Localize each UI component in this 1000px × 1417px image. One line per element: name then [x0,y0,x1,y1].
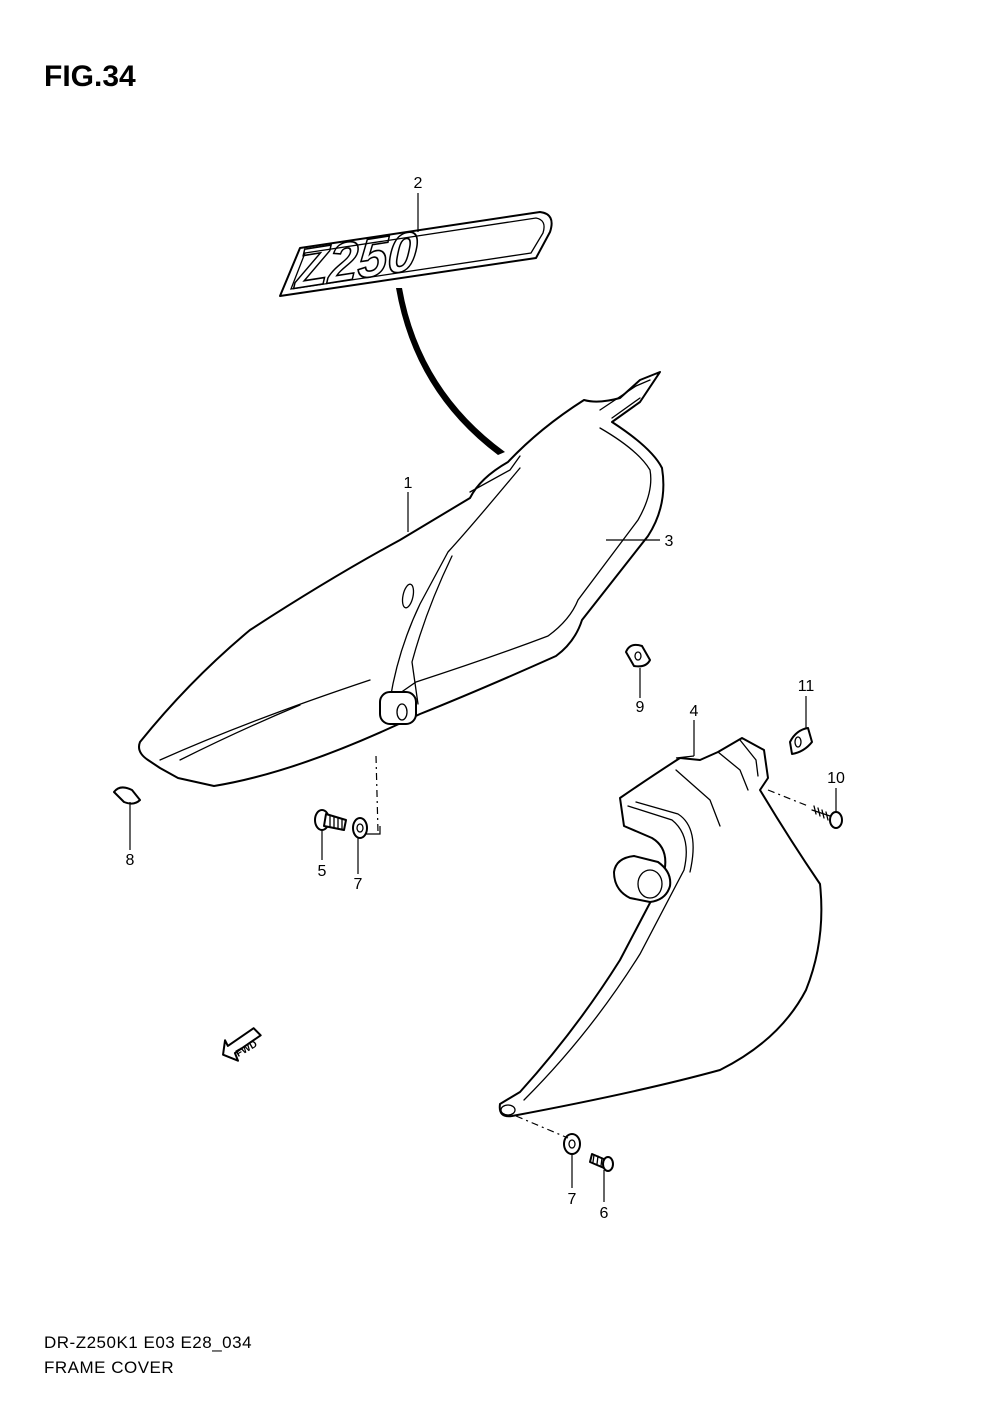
callout-5: 5 [318,863,327,880]
emblem-placement-curve [396,288,505,455]
assembly-line-2 [767,789,809,807]
callout-7-lower: 7 [568,1191,577,1208]
assembly-line-3 [515,1115,569,1139]
callout-1: 1 [404,475,413,492]
figure-title: FIG.34 [44,60,136,93]
callout-8: 8 [126,852,135,869]
part-1-frame-cover[interactable] [138,371,665,787]
callout-7-upper: 7 [354,876,363,893]
part-4-frame-cover[interactable] [498,737,823,1118]
part-2-emblem[interactable]: Z250 [279,211,553,302]
callout-6: 6 [600,1205,609,1222]
part-10-screw[interactable] [811,805,843,829]
part-7-collar-upper[interactable] [352,817,368,839]
part-5-bolt[interactable] [314,809,347,831]
part-8-cushion[interactable] [113,786,141,805]
figure-name: FRAME COVER [44,1358,175,1377]
callout-9: 9 [636,699,645,716]
leader-lines [129,193,837,1202]
part-11-nut[interactable] [789,727,813,755]
part-9-grommet[interactable] [625,643,651,668]
callout-2: 2 [414,175,423,192]
model-code: DR-Z250K1 E03 E28_034 [44,1333,253,1352]
callout-3: 3 [665,533,674,550]
fwd-arrow-icon: FWD [222,1027,262,1062]
part-6-bolt[interactable] [589,1153,614,1172]
assembly-line-1 [375,755,379,833]
callout-10: 10 [827,770,845,787]
assembly-line-1-end [366,826,381,835]
callout-11: 11 [798,678,815,695]
callout-4: 4 [690,703,699,720]
